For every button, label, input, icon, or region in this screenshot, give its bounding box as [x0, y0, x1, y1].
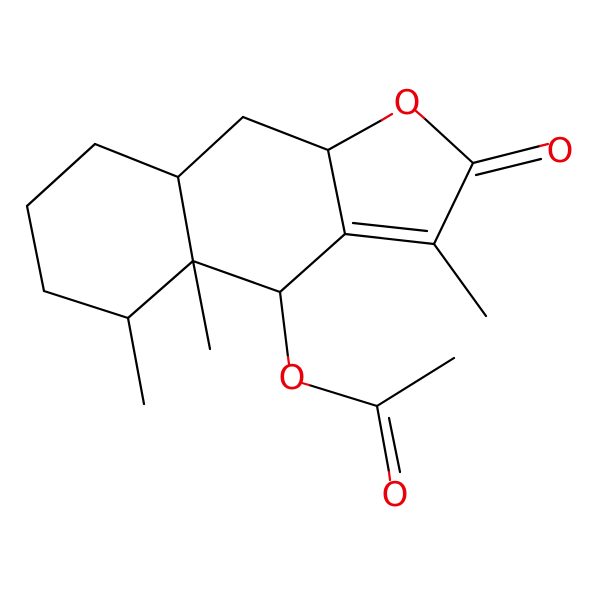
ester-oxygen-label: O [279, 358, 306, 398]
bond [380, 112, 394, 122]
bond [538, 142, 550, 148]
bond [432, 161, 475, 246]
bond [300, 381, 311, 387]
bond [25, 204, 46, 293]
bond [387, 470, 392, 482]
bond [42, 289, 130, 320]
bond [326, 118, 384, 152]
bond-layer [25, 115, 543, 474]
bond [278, 290, 290, 359]
bond [126, 316, 146, 406]
bond [126, 259, 195, 320]
bond [326, 148, 347, 236]
bond [93, 142, 180, 179]
bond [422, 116, 475, 165]
bond [474, 157, 543, 177]
bond [414, 109, 426, 120]
bond [278, 232, 347, 294]
bond [176, 175, 195, 263]
bond [471, 144, 542, 165]
bond [343, 232, 436, 246]
bond [307, 383, 379, 408]
bond [351, 221, 429, 233]
bond [191, 259, 212, 351]
oxygen-bond-layer [286, 109, 550, 482]
bond [432, 242, 488, 318]
bond [176, 115, 245, 179]
bond [241, 115, 330, 152]
acetyl-carbonyl-oxygen-label: O [382, 475, 409, 515]
bond [25, 142, 97, 208]
bond [375, 404, 391, 474]
bond [191, 259, 282, 294]
atom-label-layer: O O O O [279, 83, 574, 515]
bond [375, 356, 456, 408]
bond [286, 355, 291, 366]
ring-oxygen-label: O [394, 83, 421, 123]
lactone-carbonyl-oxygen-label: O [547, 131, 574, 171]
bond [387, 416, 402, 474]
